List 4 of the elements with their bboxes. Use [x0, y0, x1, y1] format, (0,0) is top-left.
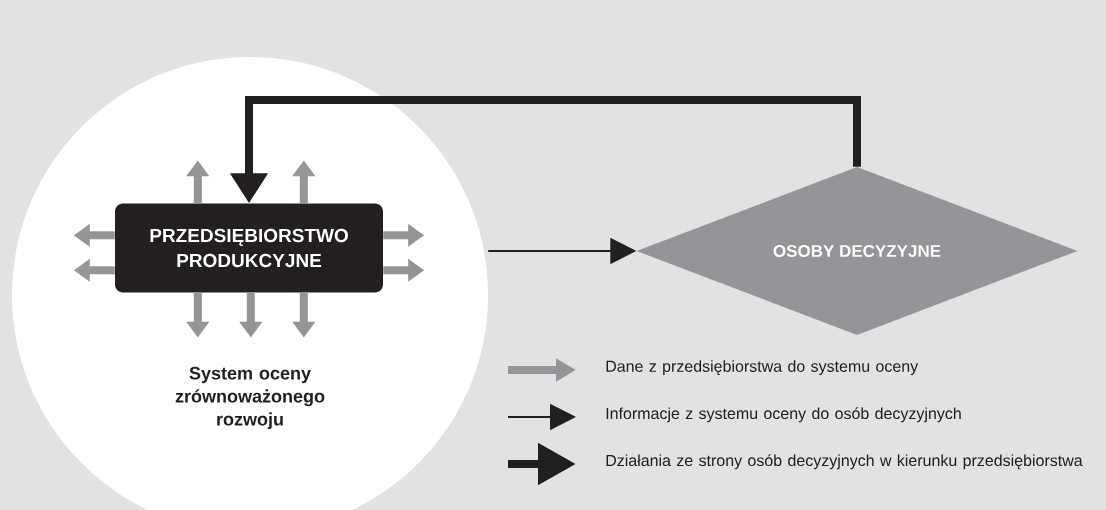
- legend-text: Działania ze strony osób decyzyjnych w kierunku przedsiębiorstwa: [606, 454, 1083, 470]
- legend-text: Informacje z systemu oceny do osób decyzyjnych: [606, 407, 961, 423]
- legend-text: Dane z przedsiębiorstwa do systemu oceny: [606, 360, 919, 376]
- process-box: PRZEDSIĘBIORSTWO PRODUKCYJNE: [115, 203, 383, 293]
